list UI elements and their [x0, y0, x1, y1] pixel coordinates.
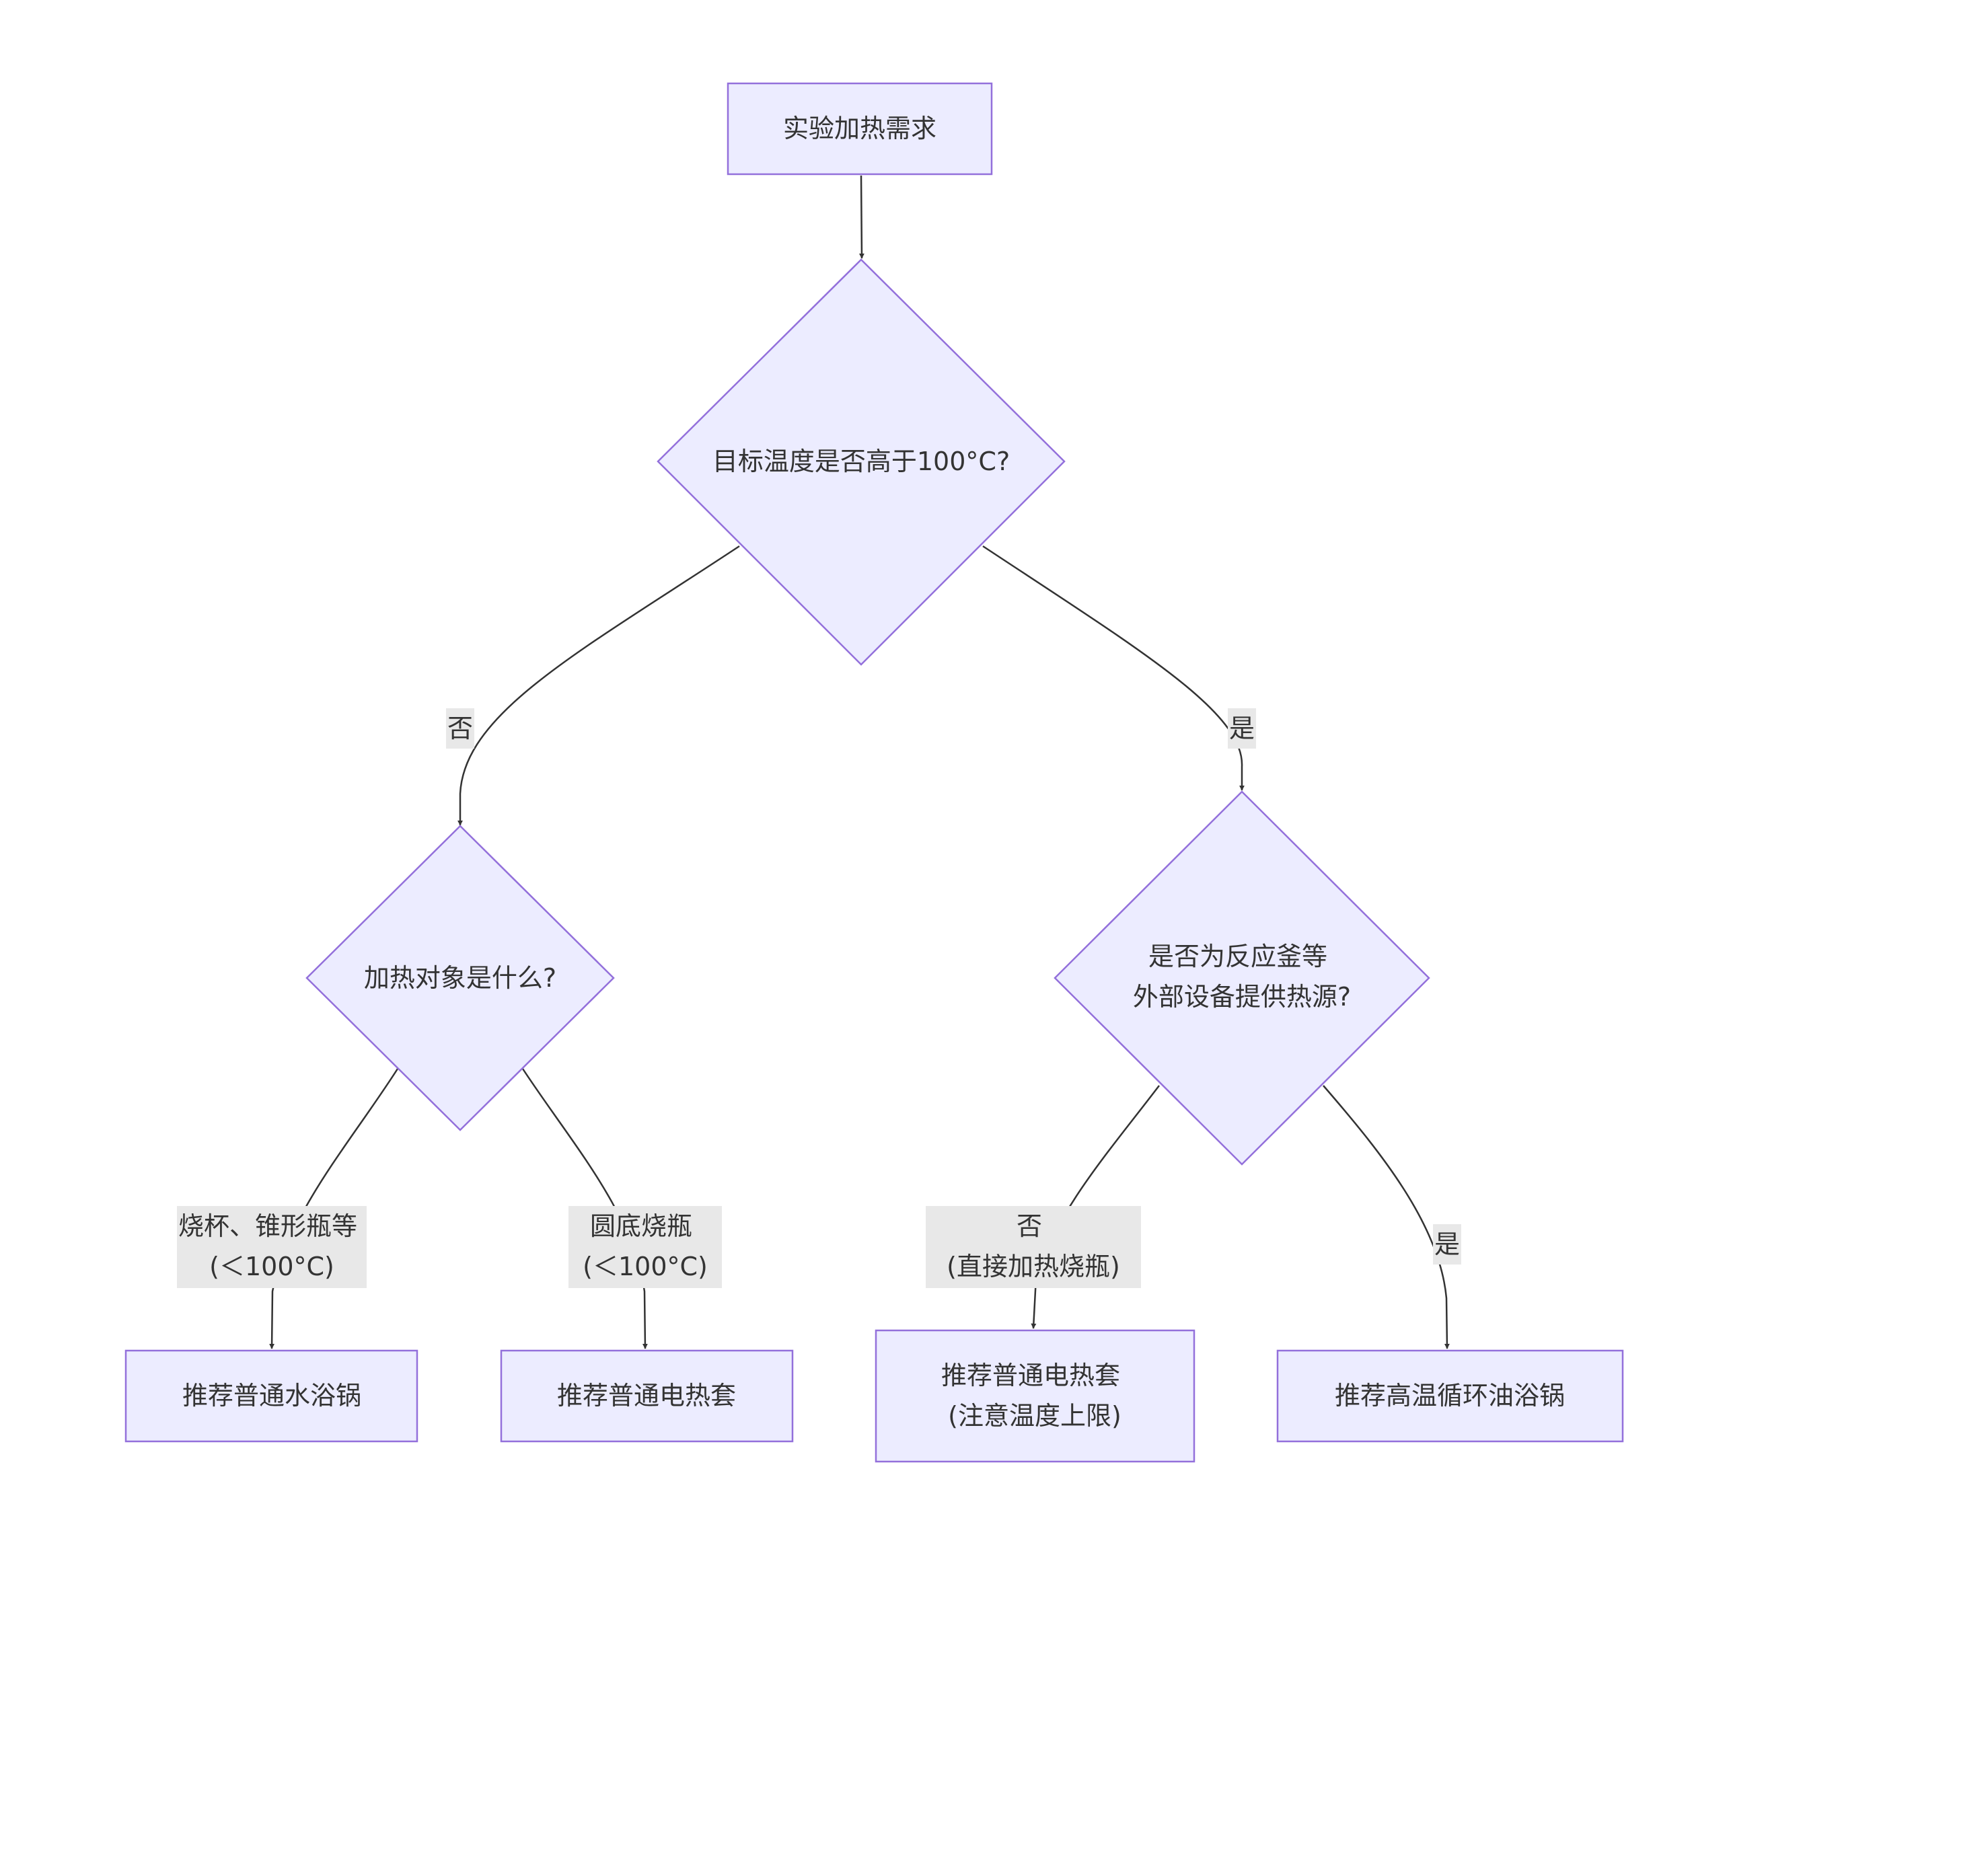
node-water-bath: 推荐普通水浴锅: [124, 1349, 418, 1443]
node-label: 推荐普通电热套: [557, 1381, 736, 1410]
edge-label-bg: [1228, 708, 1256, 749]
node-start: 实验加热需求: [727, 82, 993, 176]
edge-label-bg: [568, 1206, 722, 1288]
node-label: 实验加热需求: [783, 114, 936, 143]
decision-diamond: [1054, 790, 1430, 1166]
edge-temp-no: 否: [446, 545, 740, 826]
edge-label: 否: [447, 714, 473, 743]
edge-object-beaker: 烧杯、锥形瓶等 (＜100°C): [177, 1068, 399, 1349]
edge-line: [1323, 1085, 1450, 1349]
node-external-check: 是否为反应釜等 外部设备提供热源?: [1054, 790, 1430, 1166]
node-label: 目标温度是否高于100°C?: [712, 447, 1010, 476]
node-box: [1276, 1349, 1624, 1443]
edge-label-bg: [446, 708, 474, 749]
edge-line: [457, 545, 740, 826]
node-mantle: 推荐普通电热套: [500, 1349, 794, 1443]
node-temp-check: 目标温度是否高于100°C?: [657, 258, 1066, 666]
node-box: [124, 1349, 418, 1443]
node-label: 推荐高温循环油浴锅: [1335, 1381, 1565, 1410]
decision-diamond: [657, 258, 1066, 666]
edge-line: [858, 175, 864, 259]
node-object-check: 加热对象是什么?: [305, 825, 615, 1131]
edge-start-to-temp: [858, 175, 864, 259]
edge-temp-yes: 是: [982, 545, 1256, 791]
node-box: [875, 1329, 1195, 1463]
node-label: 加热对象是什么?: [364, 963, 556, 993]
edge-label-bg: [1433, 1224, 1461, 1265]
node-box: [727, 82, 993, 176]
node-mantle-limit: 推荐普通电热套 (注意温度上限): [875, 1329, 1195, 1463]
edge-label: 烧杯、锥形瓶等 (＜100°C): [178, 1211, 365, 1281]
node-label: 推荐普通水浴锅: [182, 1381, 361, 1410]
edge-object-flask: 圆底烧瓶 (＜100°C): [521, 1068, 722, 1349]
edge-label: 否 (直接加热烧瓶): [947, 1211, 1120, 1281]
edge-external-yes: 是: [1323, 1085, 1461, 1349]
edge-label-bg: [177, 1206, 367, 1288]
edge-label: 是: [1434, 1230, 1460, 1259]
edge-label: 圆底烧瓶 (＜100°C): [583, 1211, 708, 1281]
node-label: 是否为反应釜等 外部设备提供热源?: [1133, 942, 1351, 1012]
edge-line: [982, 545, 1245, 791]
decision-diamond: [305, 825, 615, 1131]
node-box: [500, 1349, 794, 1443]
edge-external-no: 否 (直接加热烧瓶): [926, 1085, 1160, 1329]
edge-label: 是: [1229, 714, 1255, 743]
edge-label-bg: [926, 1206, 1141, 1288]
node-label: 推荐普通电热套 (注意温度上限): [941, 1361, 1128, 1431]
node-oil-bath: 推荐高温循环油浴锅: [1276, 1349, 1624, 1443]
